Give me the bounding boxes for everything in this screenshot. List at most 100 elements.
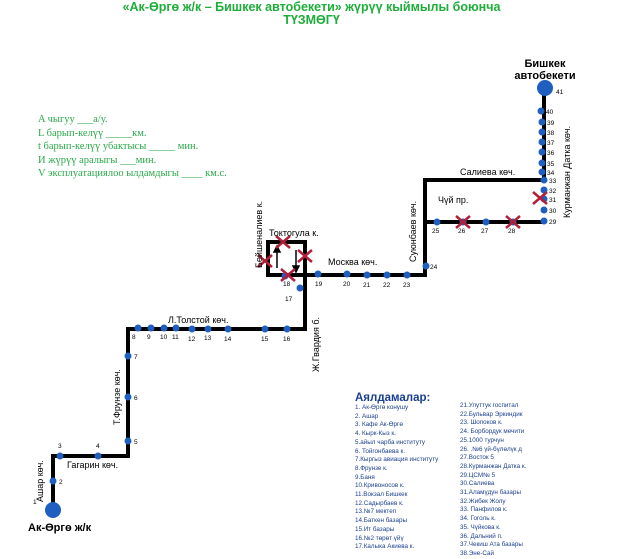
legend-item: 7.Кыргыз авиация институту [355,456,439,464]
legend-item: 32.Жибек Жолу [460,497,506,505]
red-x-icon [297,249,313,263]
stop-34 [538,168,546,176]
stop-number-1: 1 [33,499,37,506]
red-x-icon [455,215,471,229]
legend-item: 26. .№6 үй-бүлөлүк д [460,445,522,453]
legend-item: 31.Аламүдүн базары [460,489,521,497]
stop-number-15: 15 [261,336,269,343]
route-line [51,88,546,510]
stop-number-18: 18 [283,281,291,288]
param-speed: V эксплуатациялоо ылдамдыгы ____ км.с. [38,168,227,179]
legend-item: 28.Курманжан Датка к. [460,462,527,470]
legend-item: 14.Баткен базары [355,517,407,525]
stop-11 [172,324,180,332]
stop-number-8: 8 [132,334,136,341]
stop-number-16: 16 [283,336,291,343]
terminal-end-label-2: автобекети [514,70,575,82]
stop-13 [204,325,212,333]
stop-number-9: 9 [147,334,151,341]
stop-30 [540,206,548,214]
stop-number-5: 5 [134,439,138,446]
legend-item: 36. Дальний п. [460,532,503,540]
street-kurmanjan-datka: Курманжан Датка көч. [562,126,572,218]
stop-33 [540,176,548,184]
legend-item: 2. Ашар [355,412,379,420]
param-interval: И жүрүү аралыгы ___мин. [38,154,157,166]
legend-item: 22.Бульвар Эркиндик [460,410,523,418]
page-title: «Ак-Өргө ж/к – Бишкек автобекети» жүрүү … [122,0,501,14]
stop-37 [538,138,546,146]
legend-item: 23. Шопоков к. [460,419,503,427]
stop-6 [124,393,132,401]
street-gagarin: Гагарин көч. [67,460,118,470]
legend-item: 27.Восток 5 [460,454,494,462]
loop-toktogul [266,240,307,277]
stop-number-14: 14 [224,336,232,343]
page-subtitle: ТҮЗМӨГҮ [283,13,340,27]
stop-number-2: 2 [59,479,63,486]
stop-number-20: 20 [343,281,351,288]
red-x-icon [532,191,548,205]
stop-23 [403,271,411,279]
legend-item: 38.Эне-Сай [460,549,494,557]
stop-number-41: 41 [556,89,564,96]
stop-36 [538,148,546,156]
stop-40 [537,107,545,115]
street-ashar: Ашар көч. [35,460,45,502]
stop-14 [224,325,232,333]
stop-9 [147,324,155,332]
stop-number-35: 35 [547,161,555,168]
stop-2 [49,477,57,485]
stop-5 [124,437,132,445]
legend-item: 21.Улуттук госпитал [460,402,519,409]
stop-number-23: 23 [403,282,411,289]
stop-8 [134,324,142,332]
legend-title: Аялдамалар: [355,392,431,404]
red-x-icon [505,215,521,229]
legend-item: 12.Садырбаев к. [355,499,404,507]
stop-number-3: 3 [58,443,62,450]
street-chuy: Чүй пр. [438,195,468,205]
legend-item: 4. Кырк-Кыз к. [355,430,396,438]
stop-number-22: 22 [383,282,391,289]
stop-number-40: 40 [546,109,554,116]
stop-4 [94,452,102,460]
stop-number-11: 11 [172,334,179,341]
street-moskva: Москва көч. [328,257,377,267]
legend-item: 35. Чүйкова к. [460,523,501,531]
stop-25 [433,218,441,226]
street-beishenaliev: Бейшеналиев к. [254,201,264,268]
street-suyunbaev: Суюнбаев көч. [408,201,418,262]
street-tolstoy: Л.Толстой көч. [168,315,228,325]
terminal-start-label: Ак-Өргө ж/к [28,522,92,534]
stop-41 [537,80,553,96]
stop-number-31: 31 [549,197,557,204]
stop-39 [538,118,546,126]
stop-number-26: 26 [458,228,466,235]
stop-number-6: 6 [134,395,138,402]
red-x-icon [257,254,273,268]
stop-12 [188,325,196,333]
stop-10 [160,324,168,332]
stop-number-34: 34 [547,170,555,177]
stop-number-21: 21 [363,282,371,289]
legend-item: 13.№7 мектеп [355,508,397,516]
stop-1 [45,502,61,518]
legend-item: 37.Чекиш Ата базары [460,541,523,549]
stop-21 [363,271,371,279]
legend-item: 30.Салиева [460,480,495,488]
legend-item: 33. Панфилов к. [460,506,508,514]
legend-item: 34. Гоголь к. [460,515,496,523]
red-x-icon [280,268,296,282]
stop-38 [538,128,546,136]
legend-item: 1. Ак-Өргө конушу [355,404,409,411]
stop-number-7: 7 [134,354,138,361]
route-parameters: A чыгуу ___а/у. L барып-келүү _____км. t… [38,113,227,181]
stop-number-12: 12 [188,336,196,343]
legend-item: 25.1000 турчун [460,436,504,444]
street-salieva: Салиева көч. [460,167,515,177]
legend-item: 29.ЦСМ№ 5 [460,471,496,479]
